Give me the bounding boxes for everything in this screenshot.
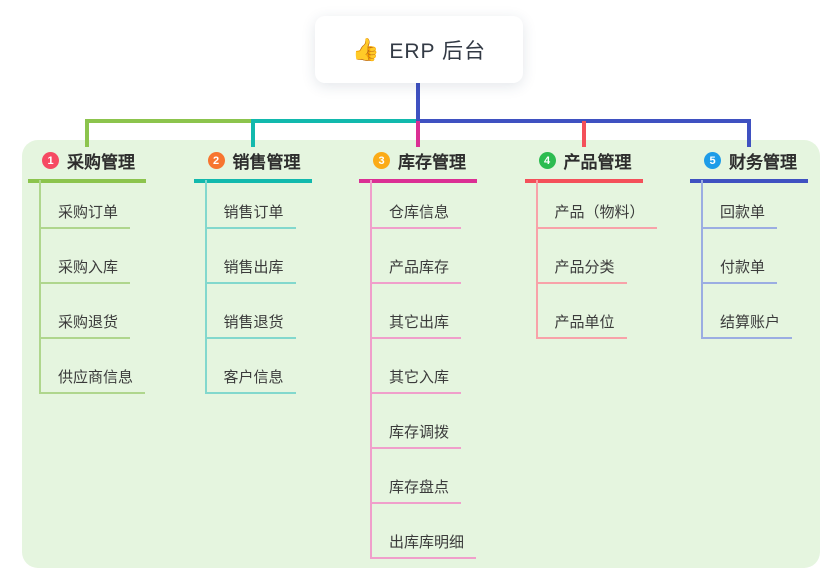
child-node[interactable]: 付款单 <box>702 255 778 284</box>
root-node-label: ERP 后台 <box>389 39 487 63</box>
branch-label: 销售管理 <box>232 153 301 172</box>
branch-header-5[interactable]: 5 财务管理 <box>690 146 808 183</box>
branch-header-4[interactable]: 4 产品管理 <box>524 146 643 183</box>
child-node[interactable]: 产品（物料） <box>536 200 657 229</box>
branch-drop-line-3 <box>416 121 420 147</box>
branch-drop-line-5 <box>747 121 751 147</box>
child-node[interactable]: 产品分类 <box>536 255 627 284</box>
bus-segment-left <box>85 119 255 123</box>
branch-drop-line-2 <box>250 121 255 147</box>
branch-number-badge: 2 <box>207 152 225 169</box>
branch-number-badge: 1 <box>42 152 59 169</box>
child-node[interactable]: 结算账户 <box>702 310 793 339</box>
branch-header-2[interactable]: 2 销售管理 <box>193 146 312 183</box>
bus-segment-middle <box>250 119 420 123</box>
child-node[interactable]: 供应商信息 <box>40 365 146 394</box>
child-node[interactable]: 回款单 <box>702 200 778 229</box>
branch-number-badge: 5 <box>704 152 721 169</box>
branch-label: 库存管理 <box>398 153 466 172</box>
child-node[interactable]: 产品单位 <box>536 310 627 339</box>
child-node[interactable]: 销售订单 <box>205 200 296 229</box>
branch-label: 产品管理 <box>563 153 632 172</box>
branch-number-badge: 3 <box>373 152 390 169</box>
branch-drop-line-1 <box>85 121 89 147</box>
branch-header-3[interactable]: 3 库存管理 <box>359 146 477 183</box>
branch-label: 财务管理 <box>729 153 797 172</box>
branch-spine-line <box>535 180 538 339</box>
child-node[interactable]: 仓库信息 <box>371 200 462 229</box>
branch-header-1[interactable]: 1 采购管理 <box>28 146 146 183</box>
branches-background-panel <box>22 140 820 568</box>
root-node[interactable]: 👍 ERP 后台 <box>315 16 523 83</box>
child-node[interactable]: 库存盘点 <box>371 475 462 504</box>
child-node[interactable]: 销售退货 <box>205 310 296 339</box>
branch-spine-line <box>370 180 372 559</box>
branch-drop-line-4 <box>581 121 586 147</box>
child-node[interactable]: 产品库存 <box>371 255 462 284</box>
branch-spine-line <box>701 180 703 339</box>
branch-label: 采购管理 <box>67 153 135 172</box>
thumbs-up-icon: 👍 <box>351 36 380 62</box>
branch-number-badge: 4 <box>538 152 556 169</box>
branch-spine-line <box>39 180 41 394</box>
child-node[interactable]: 采购退货 <box>40 310 131 339</box>
child-node[interactable]: 出库库明细 <box>371 530 477 559</box>
child-node[interactable]: 库存调拨 <box>371 420 462 449</box>
child-node[interactable]: 销售出库 <box>205 255 296 284</box>
child-node[interactable]: 其它入库 <box>371 365 462 394</box>
child-node[interactable]: 客户信息 <box>205 365 296 394</box>
child-node[interactable]: 采购订单 <box>40 200 131 229</box>
child-node[interactable]: 其它出库 <box>371 310 462 339</box>
child-node[interactable]: 采购入库 <box>40 255 131 284</box>
root-trunk-line <box>416 83 420 123</box>
branch-spine-line <box>204 180 207 394</box>
